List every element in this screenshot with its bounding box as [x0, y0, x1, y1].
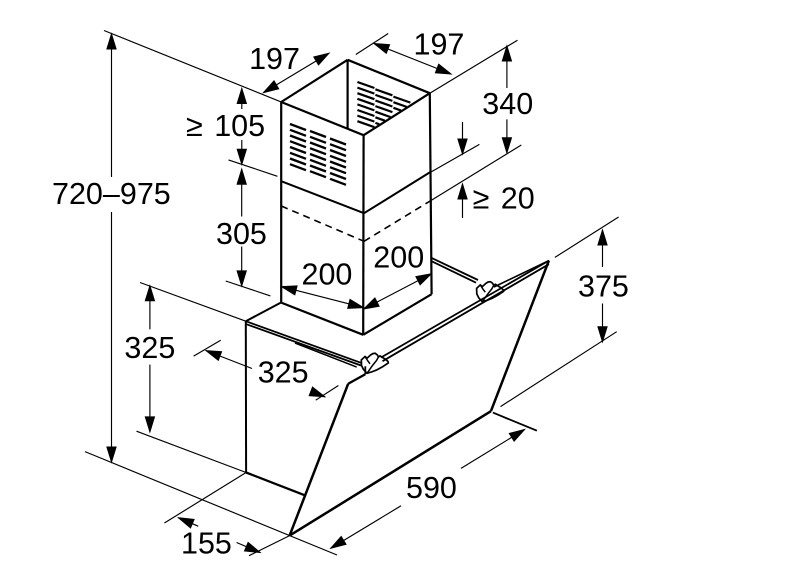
- svg-text:197: 197: [249, 42, 300, 76]
- svg-text:≥ 20: ≥ 20: [473, 182, 535, 216]
- svg-text:325: 325: [258, 355, 309, 389]
- svg-text:305: 305: [216, 217, 267, 251]
- svg-text:197: 197: [414, 28, 465, 62]
- svg-text:200: 200: [302, 258, 353, 292]
- svg-text:≥ 105: ≥ 105: [186, 109, 265, 143]
- svg-text:340: 340: [482, 87, 533, 121]
- svg-text:720–975: 720–975: [52, 177, 171, 211]
- svg-text:155: 155: [181, 527, 232, 561]
- svg-text:375: 375: [578, 270, 629, 304]
- svg-text:325: 325: [124, 331, 175, 365]
- svg-text:200: 200: [373, 240, 424, 274]
- svg-text:590: 590: [406, 471, 457, 505]
